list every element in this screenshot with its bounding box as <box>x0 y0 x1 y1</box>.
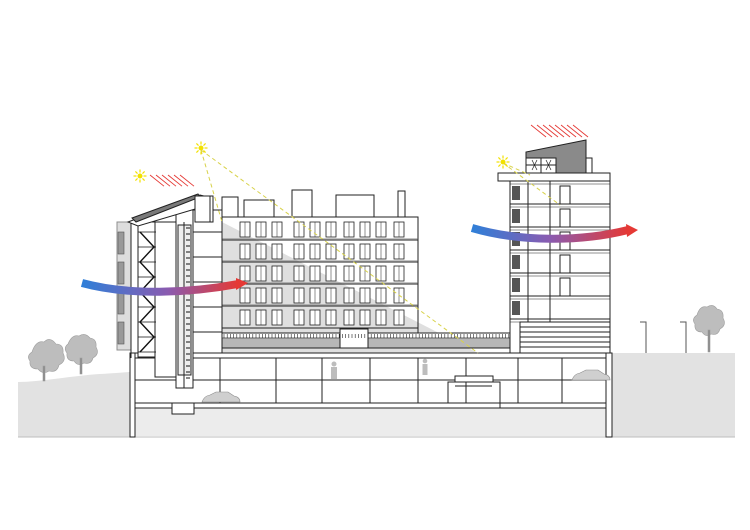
terrace-railing <box>223 334 516 338</box>
person-icon <box>331 358 428 379</box>
sun-icon <box>496 155 510 169</box>
middle-building-windows <box>222 221 418 326</box>
tree-icon <box>28 339 65 382</box>
airflow-right-arrow <box>470 224 638 243</box>
right-tower-floors <box>510 180 610 323</box>
trees <box>28 305 725 382</box>
solar-radiation-left <box>149 174 195 187</box>
car-icon <box>571 369 611 381</box>
car-icon <box>201 391 241 403</box>
left-solar-roof <box>126 193 214 227</box>
street-lamps <box>640 321 687 353</box>
sun-icon <box>133 169 147 183</box>
tree-icon <box>64 334 98 375</box>
sun-shadow <box>222 222 478 353</box>
solar-radiation-right <box>530 124 589 138</box>
airflow-left-arrow <box>80 278 248 296</box>
podium-terrace <box>221 328 612 354</box>
sun-icon <box>194 141 208 155</box>
sun-rays <box>200 149 561 354</box>
right-rooftop-solar <box>525 139 593 174</box>
tree-icon <box>693 305 725 353</box>
ground <box>18 353 735 438</box>
